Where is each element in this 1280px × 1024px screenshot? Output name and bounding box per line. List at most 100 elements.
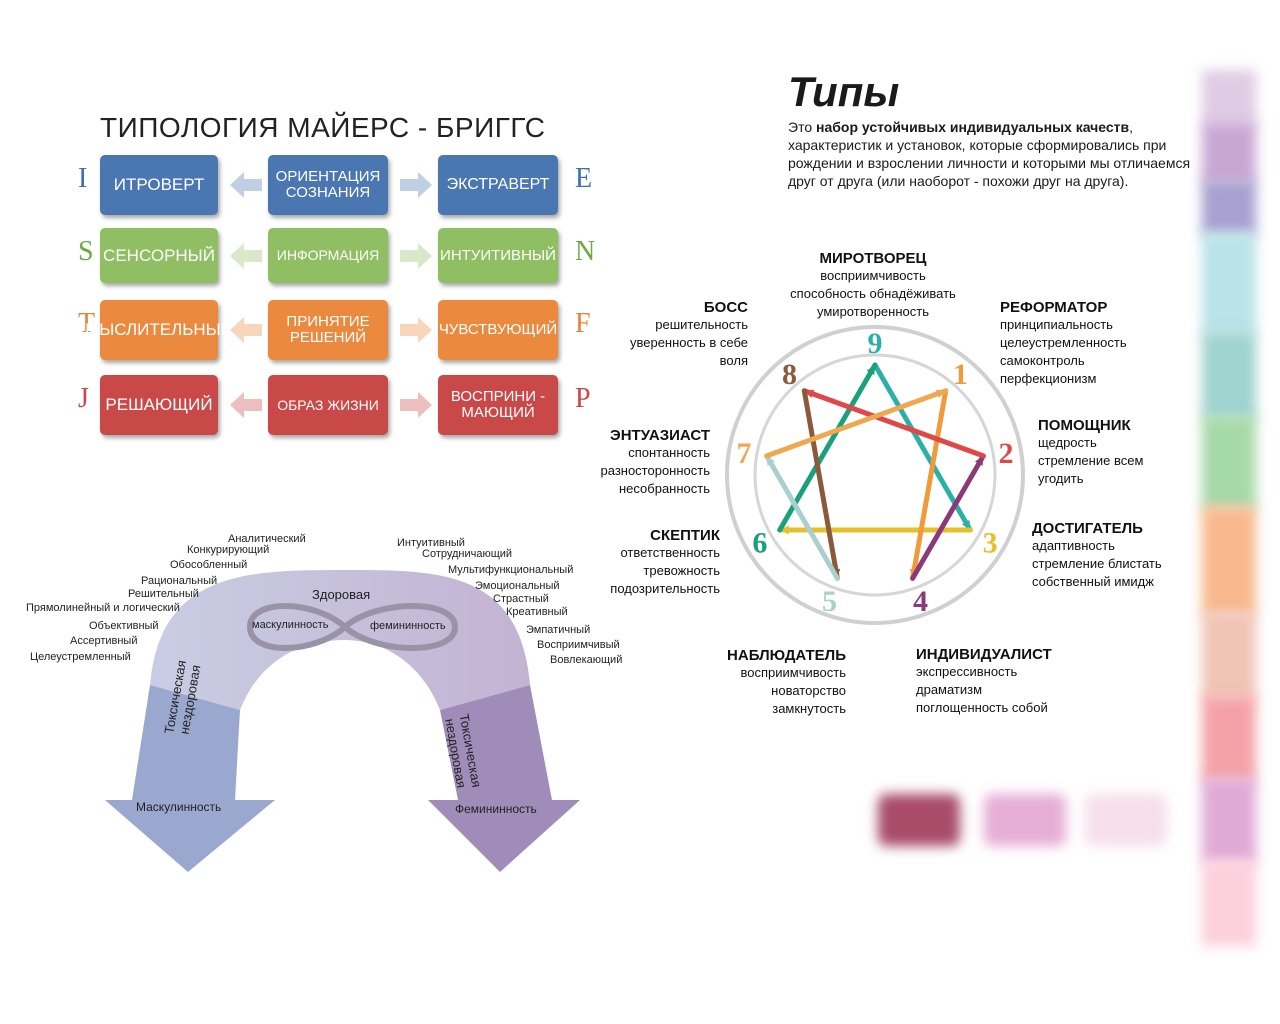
mbti-left-box: СЕНСОРНЫЙ (100, 228, 218, 283)
palette-swatch (1202, 778, 1256, 864)
types-description: Это набор устойчивых индивидуальных каче… (788, 118, 1208, 190)
enneagram-trait: разносторонность (600, 463, 711, 478)
enneagram-number: 4 (913, 585, 928, 618)
enneagram-trait: стремление всем (1038, 453, 1144, 468)
enneagram-line (910, 453, 986, 581)
desc-prefix: Это (788, 119, 816, 135)
enneagram-type-title: РЕФОРМАТОР (1000, 299, 1108, 316)
enneagram-trait: тревожность (643, 563, 720, 578)
palette-swatch (1202, 232, 1256, 336)
enneagram-trait: драматизм (916, 682, 983, 697)
trait-label: Рациональный (141, 575, 218, 587)
trait-label: Страстный (493, 593, 549, 605)
enneagram-trait: перфекционизм (1000, 371, 1097, 386)
right-arrow-icon (400, 172, 432, 198)
enneagram-trait: несобранность (618, 481, 710, 496)
enneagram-number: 2 (998, 437, 1013, 470)
healthy-label: Здоровая (312, 587, 371, 602)
trait-label: Интуитивный (397, 537, 465, 549)
trait-label: Вовлекающий (550, 654, 623, 666)
enneagram-line (910, 388, 949, 581)
masculine-loop-label: маскулинность (252, 619, 329, 631)
enneagram-arrowhead (779, 525, 789, 535)
gender-arc-diagram (105, 570, 580, 872)
right-arrow-icon (400, 242, 432, 269)
palette-swatch (1202, 332, 1256, 420)
enneagram-trait: уверенность в себе (629, 335, 748, 350)
enneagram-line (801, 388, 840, 581)
mbti-title: ТИПОЛОГИЯ МАЙЕРС - БРИГГС (100, 112, 546, 143)
mbti-left-box: ИТРОВЕРТ (100, 155, 218, 215)
palette-swatch (1085, 794, 1167, 846)
enneagram-arrowhead (975, 455, 984, 466)
mbti-left-letter: T (78, 308, 96, 339)
enneagram-number: 6 (752, 527, 767, 560)
enneagram-trait: восприимчивость (820, 268, 926, 283)
trait-label: Объективный (89, 620, 159, 632)
palette-swatch (1202, 122, 1256, 184)
palette-swatch (1202, 612, 1256, 700)
enneagram-trait: щедрость (1038, 435, 1097, 450)
right-arrow-icon (400, 392, 432, 418)
mbti-center-box: ПРИНЯТИЕ РЕШЕНИЙ (268, 300, 388, 360)
trait-label: Мультифункциональный (448, 564, 574, 576)
mbti-center-box: ОБРАЗ ЖИЗНИ (268, 375, 388, 435)
enneagram-trait: умиротворенность (817, 304, 929, 319)
enneagram-arrowhead (935, 389, 946, 398)
mbti-right-box: ВОСПРИНИ - МАЮЩИЙ (438, 375, 558, 435)
enneagram-number: 9 (868, 327, 883, 360)
mbti-right-box: ЧУВСТВУЮЩИЙ (438, 300, 558, 360)
enneagram-trait: восприимчивость (740, 665, 846, 680)
palette-swatch (1202, 696, 1256, 782)
trait-label: Обособленный (170, 559, 248, 571)
left-toxic-arrow (105, 685, 275, 872)
palette-swatch (1202, 70, 1256, 126)
enneagram-type-title: ИНДИВИДУАЛИСТ (916, 646, 1052, 663)
trait-label: Эмпатичный (526, 624, 591, 636)
enneagram-type-title: ЭНТУАЗИАСТ (610, 427, 710, 444)
infinity-loop (246, 603, 459, 651)
feminine-loop-label: фемининность (370, 620, 446, 632)
enneagram-trait: новаторство (771, 683, 846, 698)
enneagram-trait: подозрительность (610, 581, 720, 596)
healthy-arc (150, 570, 530, 710)
trait-label: Прямолинейный и логический (26, 602, 180, 614)
trait-label: Аналитический (228, 533, 306, 545)
enneagram-trait: замкнутость (772, 701, 846, 716)
enneagram-type-title: ДОСТИГАТЕЛЬ (1032, 520, 1143, 537)
enneagram-number: 7 (737, 437, 752, 470)
enneagram-trait: поглощенность собой (916, 700, 1048, 715)
enneagram-line (801, 388, 986, 459)
mbti-right-box: ЭКСТРАВЕРТ (438, 155, 558, 215)
trait-label: Ассертивный (70, 635, 138, 647)
mbti-right-box: ИНТУИТИВНЫЙ (438, 228, 558, 283)
enneagram-line (764, 388, 949, 459)
palette-swatch (984, 794, 1066, 846)
desc-bold: набор устойчивых индивидуальных качеств (816, 119, 1130, 135)
enneagram-trait: самоконтроль (1000, 353, 1085, 368)
mbti-center-box: ИНФОРМАЦИЯ (268, 228, 388, 283)
trait-label: Креативный (506, 606, 568, 618)
mbti-left-letter: S (78, 236, 94, 267)
enneagram-trait: ответственность (620, 545, 720, 560)
enneagram-number: 8 (782, 358, 797, 391)
mbti-right-letter: F (575, 308, 591, 339)
trait-label: Эмоциональный (475, 580, 560, 592)
enneagram-trait: стремление блистать (1032, 556, 1162, 571)
mbti-right-letter: E (575, 163, 593, 194)
right-arrow-icon (400, 317, 432, 343)
palette-swatch (1202, 860, 1256, 946)
mbti-left-box: РЕШАЮЩИЙ (100, 375, 218, 435)
trait-label: Решительный (128, 588, 199, 600)
enneagram-type-title: БОСС (703, 299, 748, 316)
palette-swatch (1202, 506, 1256, 616)
right-arrow-label: Фемининность (455, 802, 537, 816)
palette-swatch (1202, 180, 1256, 236)
mbti-left-letter: J (78, 383, 89, 414)
